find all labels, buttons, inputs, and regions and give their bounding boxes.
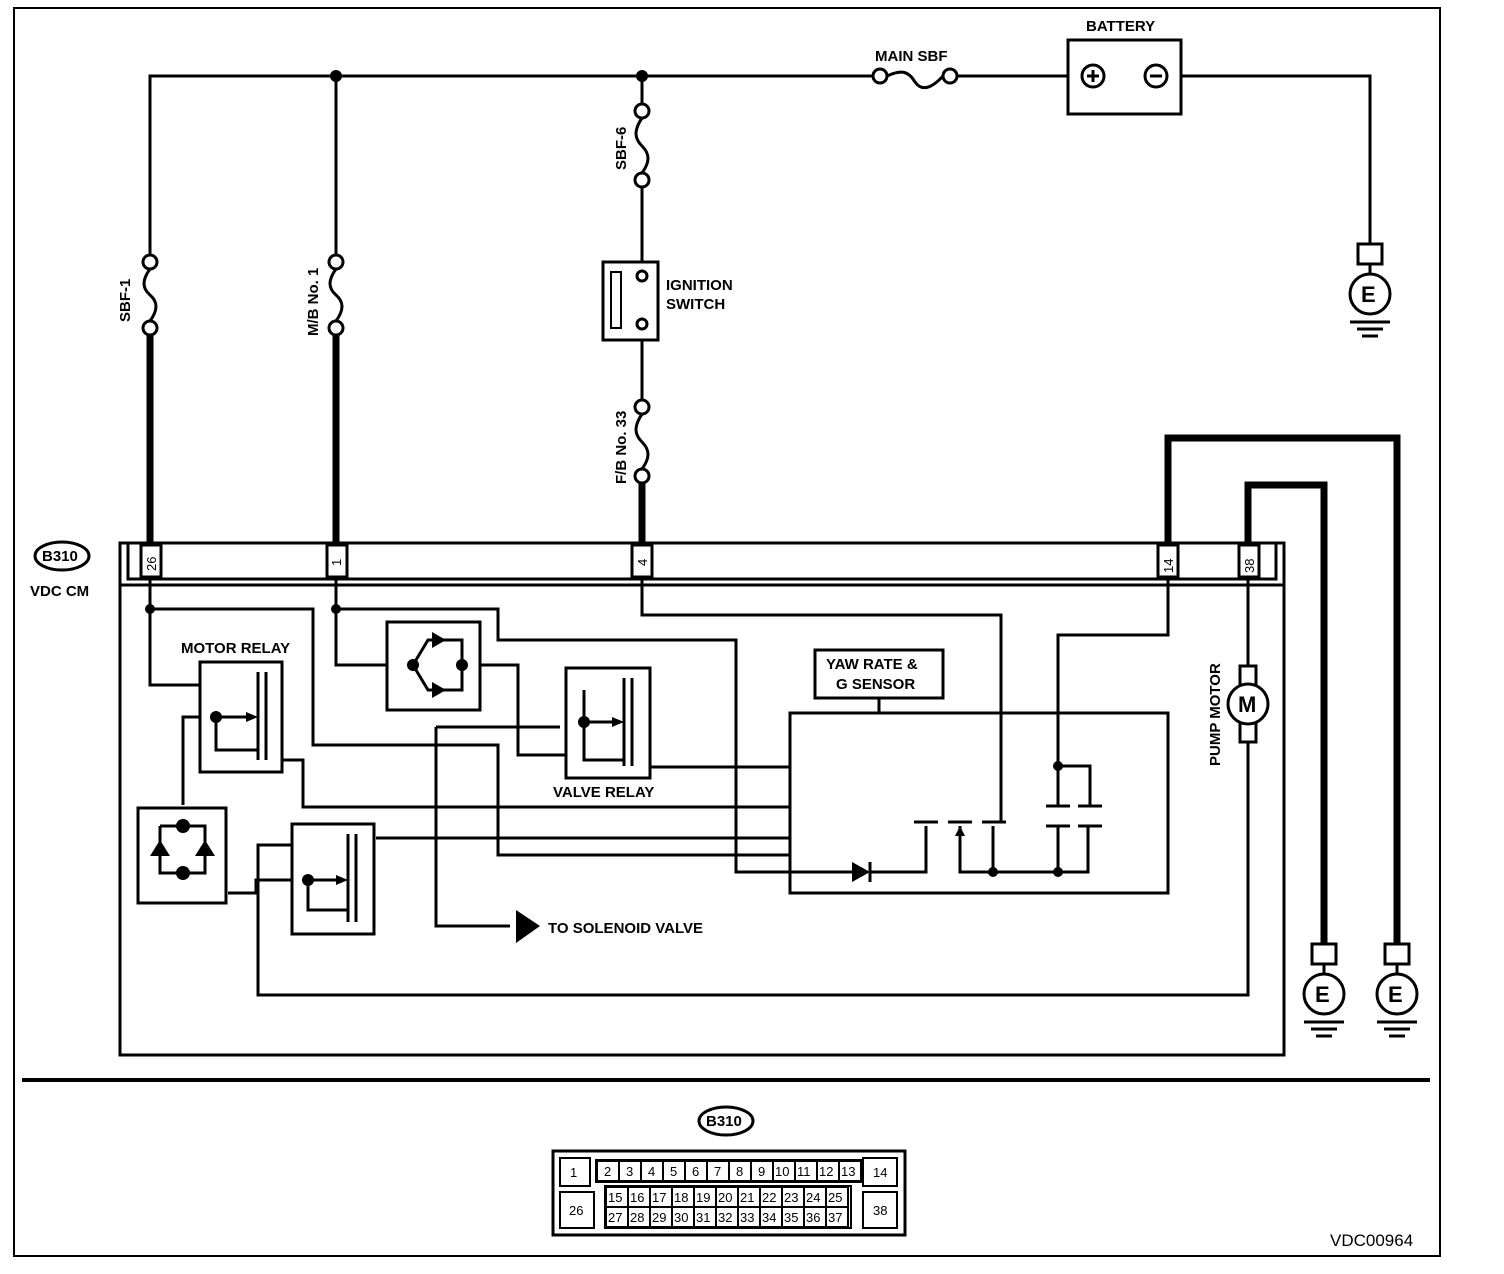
face-pin-4: 4 bbox=[648, 1164, 655, 1179]
main-sbf-fuse: MAIN SBF bbox=[871, 48, 959, 90]
pin-4: 4 bbox=[635, 559, 650, 566]
face-pin-18: 18 bbox=[674, 1190, 688, 1205]
mb1-label: M/B No. 1 bbox=[305, 268, 322, 336]
face-pin-12: 12 bbox=[819, 1164, 833, 1179]
yaw-rate-sensor-box: YAW RATE & G SENSOR bbox=[813, 648, 945, 713]
main-sbf-label: MAIN SBF bbox=[875, 48, 948, 65]
pin-38: 38 bbox=[1242, 559, 1257, 573]
face-pin-27: 27 bbox=[608, 1210, 622, 1225]
rectifier-left bbox=[136, 806, 228, 905]
svg-text:G SENSOR: G SENSOR bbox=[836, 676, 915, 693]
face-pin-35: 35 bbox=[784, 1210, 798, 1225]
battery-label: BATTERY bbox=[1086, 18, 1155, 35]
motor-relay-label: MOTOR RELAY bbox=[181, 640, 290, 657]
power-bus bbox=[148, 70, 1372, 256]
face-pin-21: 21 bbox=[740, 1190, 754, 1205]
sbf1-fuse: SBF-1 bbox=[117, 253, 159, 543]
battery: BATTERY bbox=[1066, 18, 1183, 116]
pump-motor-label: PUMP MOTOR bbox=[1207, 663, 1224, 766]
face-pin-8: 8 bbox=[736, 1164, 743, 1179]
internal-wiring bbox=[145, 579, 1250, 997]
face-pin-7: 7 bbox=[714, 1164, 721, 1179]
ignition-label-1: IGNITION bbox=[666, 277, 733, 294]
svg-text:YAW RATE &: YAW RATE & bbox=[826, 656, 918, 673]
face-pin-2: 2 bbox=[604, 1164, 611, 1179]
to-solenoid-label: TO SOLENOID VALVE bbox=[548, 920, 703, 937]
connector-pins: 26 1 4 14 38 bbox=[139, 543, 1261, 579]
pin-14: 14 bbox=[1161, 559, 1176, 573]
face-pin-13: 13 bbox=[841, 1164, 855, 1179]
ground-pin-14: E bbox=[1375, 942, 1419, 1038]
face-cell bbox=[838, 1160, 862, 1182]
face-pin-3: 3 bbox=[626, 1164, 633, 1179]
fb33-fuse: F/B No. 33 bbox=[613, 398, 651, 543]
face-pin-9: 9 bbox=[758, 1164, 765, 1179]
vdc-cm-label: VDC CM bbox=[30, 583, 89, 600]
diagram-frame bbox=[13, 7, 1441, 1257]
vdc-cm-module bbox=[118, 541, 1286, 1057]
face-pin-32: 32 bbox=[718, 1210, 732, 1225]
pin-1: 1 bbox=[329, 559, 344, 566]
pump-motor: M PUMP MOTOR bbox=[1207, 663, 1270, 766]
face-pin-10: 10 bbox=[775, 1164, 789, 1179]
rectifier-top bbox=[385, 620, 482, 712]
sbf1-label: SBF-1 bbox=[117, 279, 134, 322]
ground-wires bbox=[1164, 434, 1401, 944]
face-pin-33: 33 bbox=[740, 1210, 754, 1225]
face-pin-14: 14 bbox=[873, 1165, 887, 1180]
face-pin-34: 34 bbox=[762, 1210, 776, 1225]
face-pin-36: 36 bbox=[806, 1210, 820, 1225]
motor-relay-switch bbox=[290, 822, 376, 936]
ground-battery: E bbox=[1348, 242, 1392, 338]
control-circuit bbox=[730, 711, 1170, 895]
face-pin-19: 19 bbox=[696, 1190, 710, 1205]
face-pin-11: 11 bbox=[797, 1164, 811, 1179]
face-pin-20: 20 bbox=[718, 1190, 732, 1205]
svg-text:B310: B310 bbox=[42, 548, 78, 565]
mb1-fuse: M/B No. 1 bbox=[305, 253, 345, 543]
ground-pin-38: E bbox=[1302, 942, 1346, 1038]
fb33-label: F/B No. 33 bbox=[613, 411, 630, 484]
face-cell bbox=[825, 1206, 849, 1228]
valve-relay: VALVE RELAY bbox=[553, 666, 654, 801]
face-pin-22: 22 bbox=[762, 1190, 776, 1205]
face-pin-17: 17 bbox=[652, 1190, 666, 1205]
valve-relay-label: VALVE RELAY bbox=[553, 784, 654, 801]
face-pin-29: 29 bbox=[652, 1210, 666, 1225]
ignition-switch: IGNITION SWITCH bbox=[601, 260, 733, 400]
to-solenoid-arrow: TO SOLENOID VALVE bbox=[516, 910, 703, 943]
face-pin-38: 38 bbox=[873, 1203, 887, 1218]
connector-face-badge: B310 bbox=[697, 1105, 755, 1137]
face-pin-15: 15 bbox=[608, 1190, 622, 1205]
svg-text:E: E bbox=[1315, 982, 1330, 1007]
figure-id: VDC00964 bbox=[1330, 1231, 1413, 1250]
face-pin-28: 28 bbox=[630, 1210, 644, 1225]
face-pin-5: 5 bbox=[670, 1164, 677, 1179]
sbf6-label: SBF-6 bbox=[613, 127, 630, 170]
motor-relay: MOTOR RELAY bbox=[181, 640, 290, 774]
face-pin-30: 30 bbox=[674, 1210, 688, 1225]
pin-26: 26 bbox=[144, 557, 159, 571]
svg-text:B310: B310 bbox=[706, 1113, 742, 1130]
svg-text:E: E bbox=[1388, 982, 1403, 1007]
motor-symbol: M bbox=[1238, 692, 1256, 717]
sbf6-fuse: SBF-6 bbox=[613, 102, 651, 262]
face-pin-16: 16 bbox=[630, 1190, 644, 1205]
face-pin-37: 37 bbox=[828, 1210, 842, 1225]
face-pin-31: 31 bbox=[696, 1210, 710, 1225]
face-pin-23: 23 bbox=[784, 1190, 798, 1205]
face-pin-1: 1 bbox=[570, 1165, 577, 1180]
ignition-label-2: SWITCH bbox=[666, 296, 725, 313]
face-pin-25: 25 bbox=[828, 1190, 842, 1205]
face-pin-26: 26 bbox=[569, 1203, 583, 1218]
connector-badge-b310: B310 VDC CM bbox=[30, 540, 91, 600]
face-pin-24: 24 bbox=[806, 1190, 820, 1205]
ground-symbol: E bbox=[1361, 282, 1376, 307]
face-pin-6: 6 bbox=[692, 1164, 699, 1179]
